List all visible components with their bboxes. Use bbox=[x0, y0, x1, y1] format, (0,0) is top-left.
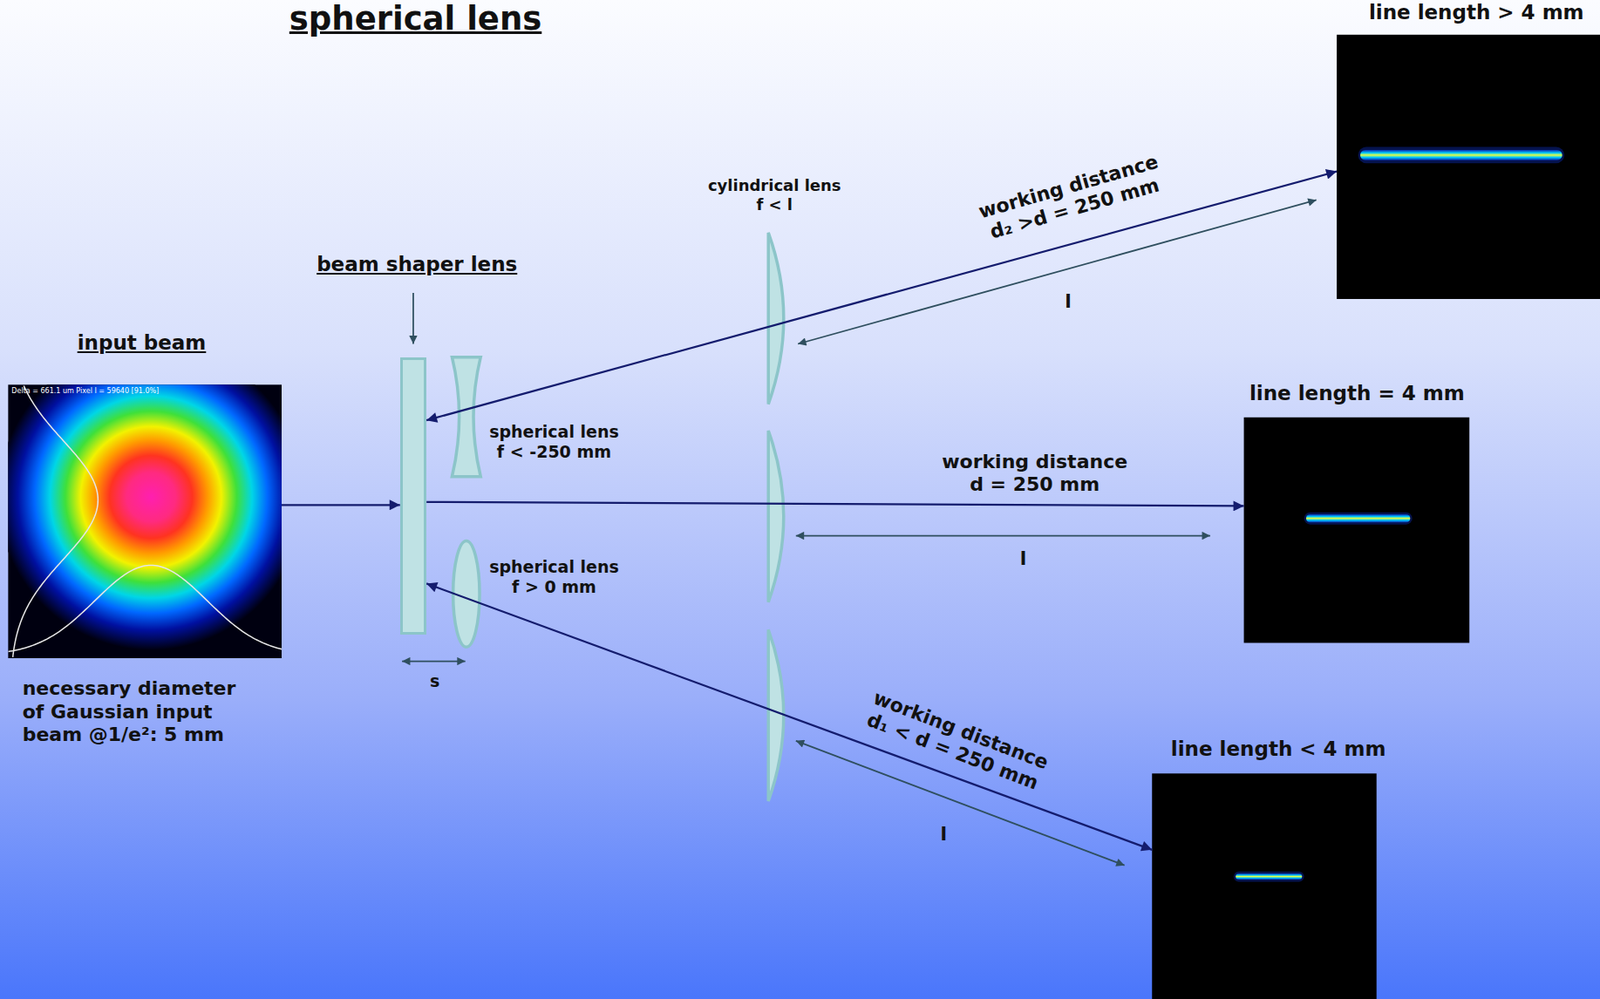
distance-label: working distance d₂ >d = 250 mm bbox=[968, 148, 1175, 248]
distance-label: working distance d₁ < d = 250 mm bbox=[854, 684, 1059, 800]
line-image bbox=[1151, 773, 1376, 999]
line-image: line length < 4 mm bbox=[1151, 773, 1376, 999]
beam-shaper-plate: beam shaper lens bbox=[400, 357, 427, 635]
gaussian-curves bbox=[7, 385, 282, 657]
dimension-label: l bbox=[1020, 547, 1028, 571]
beam-arrow bbox=[426, 583, 1152, 850]
line-image bbox=[1336, 34, 1600, 300]
image-caption: Delta = 661.1 um Pixel I = 59640 [91.0%] bbox=[11, 387, 159, 396]
spacing-arrow bbox=[401, 660, 466, 663]
length-arrow bbox=[796, 535, 1211, 538]
beam-arrow bbox=[281, 503, 401, 506]
beam-image: input beamDelta = 661.1 um Pixel I = 596… bbox=[7, 384, 282, 659]
title: spherical lens bbox=[289, 0, 542, 39]
gaussian-curve bbox=[7, 565, 282, 653]
heading: input beam bbox=[77, 331, 207, 356]
line-image: line length = 4 mm bbox=[1244, 417, 1471, 644]
lens-label: spherical lens f > 0 mm bbox=[485, 557, 623, 598]
dimension-label: l bbox=[1064, 290, 1072, 314]
line-image bbox=[1244, 417, 1471, 644]
laser-line bbox=[1306, 514, 1410, 523]
lens-label: cylindrical lens f < l bbox=[704, 176, 845, 214]
laser-line-glow bbox=[1233, 871, 1305, 883]
laser-line-glow bbox=[1304, 512, 1413, 525]
heading: line length = 4 mm bbox=[1249, 381, 1465, 407]
dimension-label: s bbox=[429, 671, 440, 692]
beam-arrow bbox=[426, 502, 1244, 507]
laser-line bbox=[1235, 873, 1302, 880]
laser-line bbox=[1360, 149, 1563, 161]
cylindrical-lens bbox=[768, 430, 784, 603]
laser-line-glow bbox=[1358, 147, 1565, 164]
cylindrical-lens bbox=[768, 629, 784, 802]
lens-label: spherical lens f < -250 mm bbox=[485, 422, 623, 463]
note: necessary diameter of Gaussian input bea… bbox=[22, 677, 250, 747]
beam-arrow bbox=[426, 171, 1337, 422]
gaussian-curve bbox=[13, 385, 99, 657]
pointer-arrow bbox=[412, 292, 415, 345]
heading: line length < 4 mm bbox=[1171, 737, 1387, 763]
heading: line length > 4 mm bbox=[1368, 0, 1585, 26]
cylindrical-lens bbox=[768, 232, 784, 405]
distance-label: working distance d = 250 mm bbox=[934, 450, 1136, 498]
dimension-label: l bbox=[940, 823, 948, 846]
heading: beam shaper lens bbox=[316, 252, 518, 278]
line-image: line length > 4 mm bbox=[1336, 34, 1600, 300]
concave-lens bbox=[451, 357, 481, 477]
